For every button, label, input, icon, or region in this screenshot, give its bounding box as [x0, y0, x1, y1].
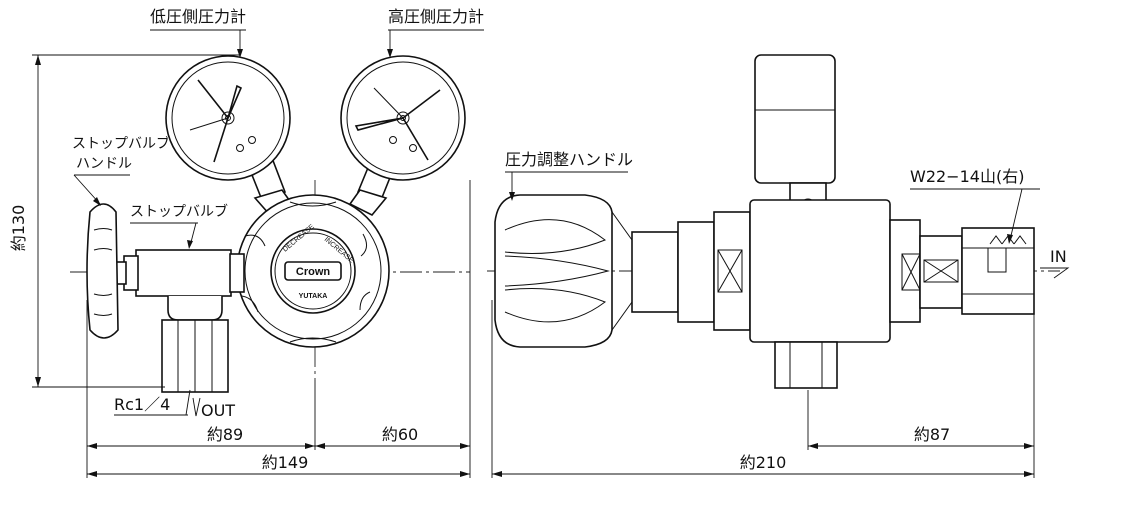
stop-valve-label: ストップバルブ [130, 203, 228, 220]
brand-text: Crown [296, 266, 331, 278]
high-pressure-gauge [340, 55, 466, 181]
front-total-dim-label: 約149 [262, 453, 309, 472]
side-inlet-dim-label: 約87 [914, 425, 950, 444]
outlet-thread-label: Rc1／4 [114, 395, 170, 414]
hex-nut-icon [717, 249, 743, 293]
inlet-label: IN [1050, 247, 1067, 266]
stop-handle-label-line2: ハンドル [76, 156, 132, 172]
side-dimensions: 約87 約210 [491, 300, 1035, 478]
high-gauge-label: 高圧側圧力計 [388, 7, 484, 26]
low-pressure-gauge [165, 55, 291, 181]
regulator-handle-label: 圧力調整ハンドル [505, 150, 633, 169]
regulator-handle [494, 194, 633, 348]
inlet-thread-label: W22−14山(右) [910, 167, 1024, 186]
side-total-dim-label: 約210 [740, 453, 787, 472]
leader-arrow-icon [387, 49, 393, 58]
front-right-dim-label: 約60 [382, 425, 418, 444]
leader-arrow-icon [187, 240, 193, 249]
height-dimension: 約130 [9, 54, 240, 388]
outlet-label: OUT [201, 401, 235, 420]
low-gauge-label: 低圧側圧力計 [150, 7, 246, 26]
maker-text: YUTAKA [299, 293, 328, 300]
front-left-dim-label: 約89 [207, 425, 243, 444]
stop-valve-handle [86, 203, 119, 339]
regulator-side-body [631, 199, 1035, 389]
leader-arrow-icon [93, 197, 101, 206]
front-view: Crown YUTAKA DECREASE INCREASE [9, 7, 484, 478]
side-labels: 圧力調整ハンドル W22−14山(右) IN [505, 150, 1070, 279]
front-labels: 低圧側圧力計 高圧側圧力計 ストップバルブ ハンドル ストップバルブ Rc1／4… [72, 7, 484, 420]
front-width-dimensions: 約89 約60 約149 [86, 180, 471, 478]
inlet-flow-arrow-icon [1040, 267, 1070, 279]
side-gauge [754, 54, 836, 216]
regulator-body: Crown YUTAKA DECREASE INCREASE [236, 194, 390, 348]
leader-arrow-icon [1007, 234, 1013, 244]
stop-handle-label-line1: ストップバルブ [72, 135, 170, 152]
height-dim-label: 約130 [9, 205, 28, 252]
inlet-nut [961, 227, 1035, 315]
hex-nut-icon [901, 253, 959, 291]
leader-arrow-icon [237, 49, 243, 58]
adjustment-dial [270, 228, 356, 314]
leader-arrow-icon [509, 192, 515, 201]
outlet-flow-arrow-icon [192, 397, 201, 417]
stop-valve [111, 249, 245, 393]
side-view: 圧力調整ハンドル W22−14山(右) IN 約87 約210 [487, 54, 1070, 478]
